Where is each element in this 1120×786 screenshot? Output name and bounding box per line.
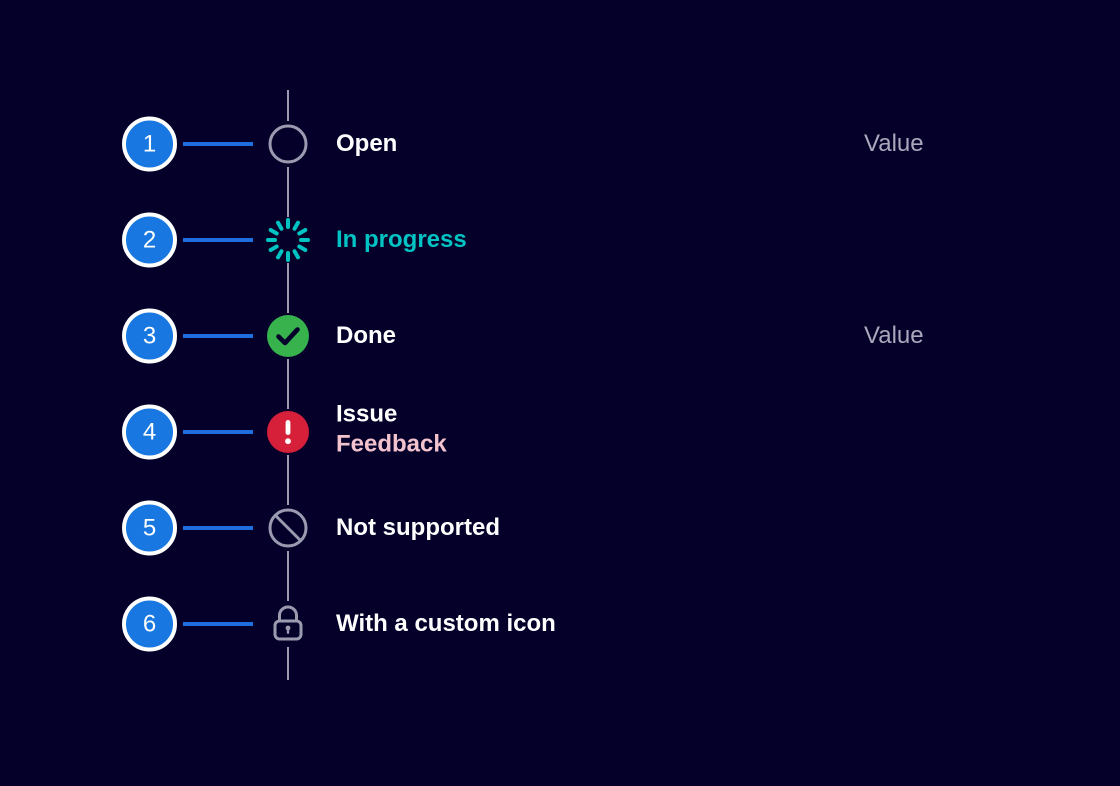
badge-connector-2 (183, 238, 253, 242)
status-label: Not supported (336, 513, 500, 541)
timeline-row-done[interactable]: 3 Done Value (0, 304, 1120, 368)
timeline-row-custom-icon[interactable]: 6 With a custom icon (0, 592, 1120, 656)
exclamation-circle-icon (264, 408, 312, 456)
step-badge-number: 4 (142, 418, 157, 445)
row-value-1: Value (864, 129, 924, 157)
spinner-spokes (266, 218, 310, 262)
step-badge-number: 5 (142, 514, 157, 541)
badge-connector-1 (183, 142, 253, 146)
timeline-row-issue[interactable]: 4 Issue Feedback (0, 400, 1120, 464)
row-value-3: Value (864, 321, 924, 349)
timeline-row-open[interactable]: 1 Open Value (0, 112, 1120, 176)
step-badge-number: 3 (142, 322, 157, 349)
status-label: Open (336, 129, 398, 157)
timeline-row-not-supported[interactable]: 5 Not supported (0, 496, 1120, 560)
badge-connector-5 (183, 526, 253, 530)
step-badge-3[interactable]: 3 (122, 308, 177, 364)
badge-connector-6 (183, 622, 253, 626)
lock-icon (264, 600, 312, 648)
timeline-spine (287, 90, 289, 680)
step-badge-4[interactable]: 4 (122, 404, 177, 460)
status-label: Done (336, 321, 396, 349)
status-label-block-1: Open (336, 129, 398, 157)
status-label: With a custom icon (336, 609, 556, 637)
spine-gap-1 (281, 121, 295, 167)
status-label-block-6: With a custom icon (336, 609, 556, 637)
step-badge-number: 2 (142, 226, 157, 253)
status-label-block-2: In progress (336, 225, 467, 253)
status-label-block-5: Not supported (336, 513, 500, 541)
step-badge-number: 1 (142, 130, 157, 157)
no-entry-icon (264, 504, 312, 552)
step-badge-number: 6 (142, 610, 157, 637)
step-badge-2[interactable]: 2 (122, 212, 177, 268)
timeline-row-in-progress[interactable]: 2 In progress (0, 208, 1120, 272)
status-label: Issue (336, 400, 398, 428)
spine-gap-6 (281, 601, 295, 647)
spine-gap-2 (281, 217, 295, 263)
status-label-block-3: Done (336, 321, 396, 349)
status-sublabel: Feedback (336, 430, 447, 458)
badge-connector-4 (183, 430, 253, 434)
step-badge-6[interactable]: 6 (122, 596, 177, 652)
check-circle-icon (264, 312, 312, 360)
step-badge-5[interactable]: 5 (122, 500, 177, 556)
status-label-block-4: Issue Feedback (336, 401, 447, 462)
step-badge-1[interactable]: 1 (122, 116, 177, 172)
badge-connector-3 (183, 334, 253, 338)
circle-outline-icon (264, 120, 312, 168)
status-label: In progress (336, 225, 467, 253)
spinner-icon (264, 216, 312, 264)
